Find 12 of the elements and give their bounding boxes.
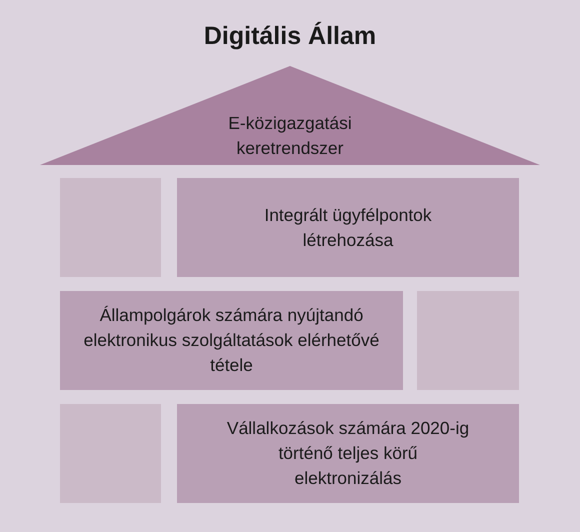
block-text: Vállalkozások számára 2020-ig történő teljes körű elektronizálás: [226, 417, 470, 490]
empty-block: [417, 291, 519, 390]
empty-block: [60, 404, 161, 503]
text-block: [60, 291, 403, 390]
block-text: Állampolgárok számára nyújtandó elektronikus szolgáltatások elérhetővé tétele: [82, 304, 380, 377]
text-block: [177, 404, 519, 503]
roof-triangle: [40, 66, 540, 165]
block-text: Integrált ügyfélpontok létrehozása: [263, 204, 433, 252]
diagram-title: Digitális Állam: [202, 22, 378, 51]
text-block: [177, 178, 519, 277]
block-text: E-közigazgatási keretrendszer: [227, 112, 353, 160]
empty-block: [60, 178, 161, 277]
